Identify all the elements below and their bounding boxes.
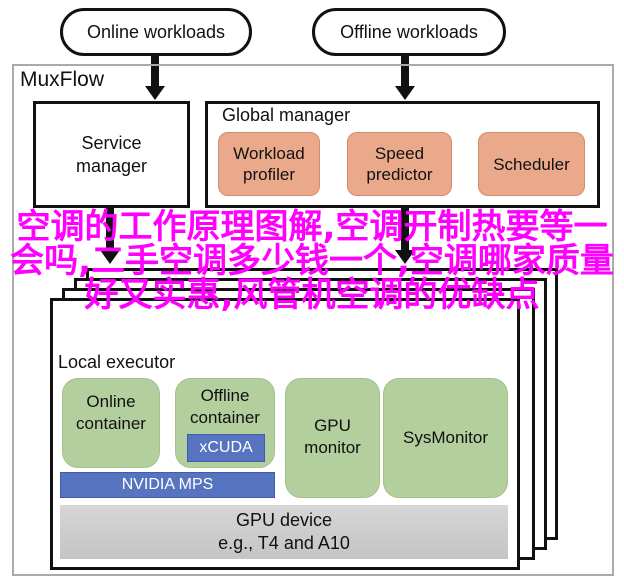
muxflow-container bbox=[12, 64, 614, 576]
gpu-monitor: GPU monitor bbox=[285, 378, 380, 498]
arrow-service-head bbox=[100, 250, 120, 264]
gpu-device-title: GPU device bbox=[235, 510, 333, 530]
executor-title: Local executor bbox=[58, 352, 176, 372]
workload-profiler: Workload profiler bbox=[218, 132, 320, 196]
gpu-device-example: e.g., T4 and A10 bbox=[218, 533, 350, 553]
xcuda: xCUDA bbox=[187, 434, 265, 462]
online-workloads: Online workloads bbox=[60, 8, 252, 56]
speed-predictor: Speed predictor bbox=[347, 132, 452, 196]
scheduler: Scheduler bbox=[478, 132, 585, 196]
online-container: Online container bbox=[62, 378, 160, 468]
gpu-device: GPU device e.g., T4 and A10 bbox=[60, 505, 508, 559]
arrow-offline-head bbox=[395, 86, 415, 100]
offline-workloads: Offline workloads bbox=[312, 8, 506, 56]
nvidia-mps: NVIDIA MPS bbox=[60, 472, 275, 498]
arrow-offline bbox=[401, 56, 409, 88]
arrow-online bbox=[151, 56, 159, 88]
arrow-online-head bbox=[145, 86, 165, 100]
overlay-watermark-text: 空调的工作原理图解,空调开制热要等一会吗,二手空调多少钱一个,空调哪家质量好又实… bbox=[10, 207, 614, 315]
service-manager: Service manager bbox=[33, 101, 190, 208]
muxflow-title: MuxFlow bbox=[20, 68, 105, 91]
global-manager-title: Global manager bbox=[222, 105, 351, 125]
arrow-global-executor bbox=[401, 208, 409, 252]
arrow-service-executor bbox=[106, 208, 114, 252]
sysmonitor: SysMonitor bbox=[383, 378, 508, 498]
arrow-global-head bbox=[395, 250, 415, 264]
